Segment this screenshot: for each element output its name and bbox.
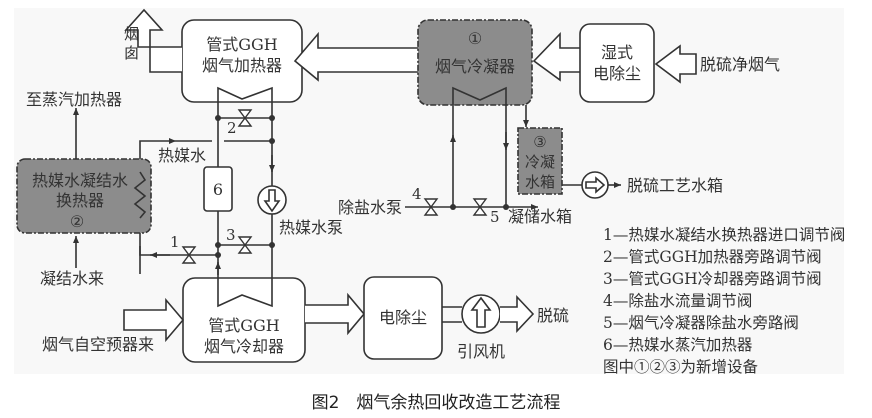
valve-4[interactable] <box>423 198 439 216</box>
ggh-cooler-line2: 烟气冷却器 <box>204 337 284 356</box>
to-desulf-arrow <box>500 294 535 334</box>
ggh-heater: 管式GGH 烟气加热器 <box>181 19 303 123</box>
hx-inlet-pipe <box>139 246 218 256</box>
condensate-in-label: 凝结水来 <box>40 269 104 288</box>
id-fan-arrow-icon <box>470 296 492 328</box>
wet-esp-line2: 电除尘 <box>593 64 641 83</box>
cond-tank-line2: 水箱 <box>525 173 555 191</box>
ggh-cooler: 管式GGH 烟气冷却器 <box>182 277 306 363</box>
desulfurized-gas-arrow <box>654 44 697 84</box>
valve-2-number: 2 <box>227 119 237 137</box>
junction <box>215 252 221 258</box>
heat-medium-water-label: 热媒水 <box>158 146 206 165</box>
valve-1[interactable] <box>181 246 197 264</box>
chimney-label-2: 囱 <box>124 44 139 62</box>
hx-line1: 热媒水凝结水 <box>32 171 128 190</box>
id-fan-label: 引风机 <box>457 342 505 361</box>
pump-arrow-icon <box>263 189 281 213</box>
cond-storage-label: 凝储水箱 <box>508 207 572 226</box>
valve-3[interactable] <box>237 236 253 254</box>
cooler-coil <box>217 278 273 308</box>
desulfurized-gas-label: 脱硫净烟气 <box>700 55 780 74</box>
junction <box>269 242 275 248</box>
esp-name: 电除尘 <box>379 308 427 327</box>
legend-item-3: 3—管式GGH冷却器旁路调节阀 <box>603 270 822 288</box>
hx-line2: 换热器 <box>56 191 104 210</box>
hx-number: ② <box>70 212 84 231</box>
id-fan <box>461 294 501 334</box>
transfer-pump <box>581 171 609 199</box>
transfer-pump-arrow-icon <box>585 176 606 194</box>
demin-pump-label: 除盐水泵 <box>338 198 402 217</box>
legend-item-4: 4—除盐水流量调节阀 <box>603 292 752 310</box>
esp: 电除尘 <box>363 276 443 360</box>
legend-note: 图中①②③为新增设备 <box>603 358 759 376</box>
esp-to-fan-duct <box>442 306 462 323</box>
cond-tank-line1: 冷凝 <box>525 153 555 171</box>
flue-condenser-box <box>417 19 533 106</box>
junction <box>269 115 275 121</box>
valve-1-number: 1 <box>170 233 180 251</box>
cond-tank-box <box>517 127 563 195</box>
ggh-heater-line1: 管式GGH <box>206 35 278 54</box>
to-desulf-label: 脱硫 <box>537 306 569 325</box>
valve-2[interactable] <box>237 109 253 127</box>
flue-gas-in-label: 烟气自空预器来 <box>42 335 154 354</box>
heater-6-number: 6 <box>213 180 223 199</box>
junction <box>215 115 221 121</box>
legend: 1—热媒水凝结水换热器进口调节阀 2—管式GGH加热器旁路调节阀 3—管式GGH… <box>603 226 845 376</box>
wet-esp: 湿式 电除尘 <box>579 23 655 103</box>
chimney-flow-arrow <box>124 8 182 73</box>
flue-gas-condenser: ① 烟气冷凝器 <box>417 19 533 140</box>
condenser-name: 烟气冷凝器 <box>435 57 515 76</box>
legend-item-5: 5—烟气冷凝器除盐水旁路阀 <box>603 314 799 332</box>
figure-caption: 图2 烟气余热回收改造工艺流程 <box>312 393 561 413</box>
esp-box <box>363 276 443 360</box>
desulf-tank-label: 脱硫工艺水箱 <box>627 176 723 195</box>
heat-medium-pump-label: 热媒水泵 <box>279 218 343 237</box>
cond-tank-number: ③ <box>533 133 546 151</box>
ggh-cooler-line1: 管式GGH <box>208 316 280 335</box>
chimney-label-1: 烟 <box>124 25 139 43</box>
chimney-arrow: 烟 囱 <box>124 8 182 73</box>
flue-flow-arrow-to-condenser <box>532 32 580 82</box>
condenser-coil <box>452 86 507 140</box>
wet-esp-box <box>579 23 655 103</box>
flow-arrow-to-esp <box>305 292 366 336</box>
junction <box>503 204 509 210</box>
to-steam-heater-label: 至蒸汽加热器 <box>26 90 122 109</box>
valve-3-number: 3 <box>226 226 236 244</box>
hx-coil <box>133 171 147 219</box>
heat-exchanger: 热媒水凝结水 换热器 ② <box>16 158 152 234</box>
junction <box>215 242 221 248</box>
condensate-tank: ③ 冷凝 水箱 <box>517 127 563 195</box>
flue-flow-arrow-to-heater <box>293 31 420 82</box>
heat-medium-pump <box>257 185 287 215</box>
condenser-number: ① <box>468 29 482 48</box>
wet-esp-line1: 湿式 <box>601 43 633 62</box>
legend-item-2: 2—管式GGH加热器旁路调节阀 <box>603 248 822 266</box>
valve-5-number: 5 <box>490 208 500 226</box>
legend-item-1: 1—热媒水凝结水换热器进口调节阀 <box>603 226 845 244</box>
ggh-heater-line2: 烟气加热器 <box>202 56 282 75</box>
junction <box>269 138 275 144</box>
valve-5[interactable] <box>472 198 488 216</box>
valve-4-number: 4 <box>412 185 422 203</box>
flue-gas-in-arrow <box>123 297 185 343</box>
heater-coil <box>217 86 273 123</box>
legend-item-6: 6—热媒水蒸汽加热器 <box>603 336 753 354</box>
junction <box>450 204 456 210</box>
hx-box <box>16 158 152 234</box>
steam-heater-6 <box>203 166 233 212</box>
